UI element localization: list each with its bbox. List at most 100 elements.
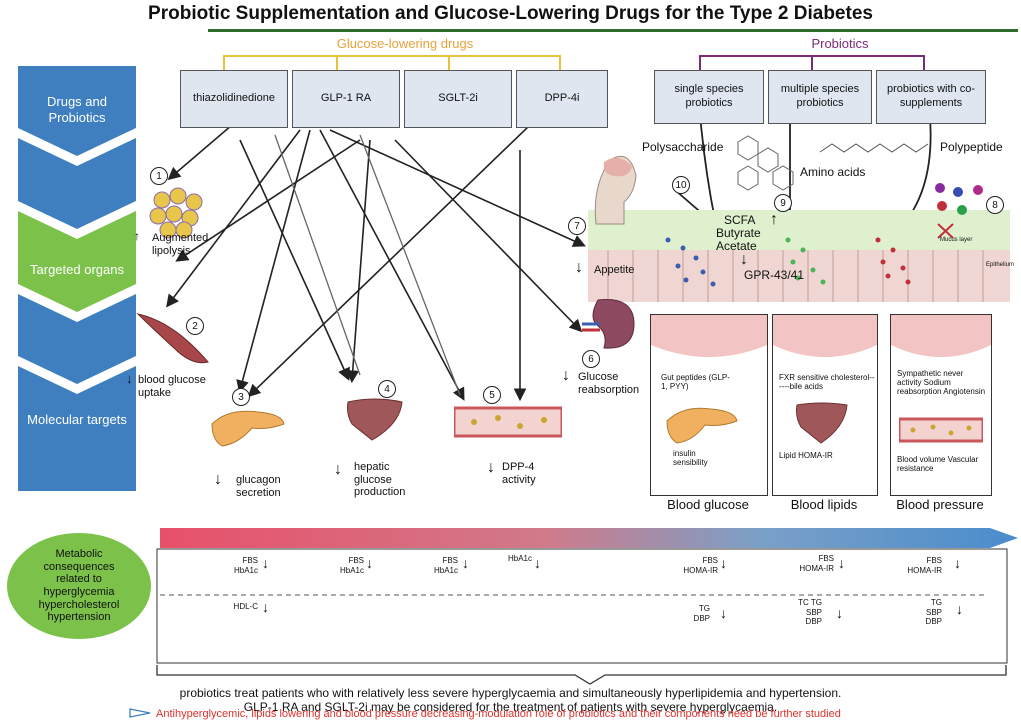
gut-peptides-text: Gut peptides (GLP-1, PYY) [661,373,730,392]
arrow-up-icon: ↑ [134,229,140,243]
hepatic-down-arrow-icon: ↓ [334,461,342,478]
metabolic-oval [7,533,151,639]
probiotic-box-multiple: multiple species probiotics [768,70,872,124]
muscle-icon [136,313,209,364]
marker-6: 6 [582,350,600,368]
blood-vessel-icon [454,406,562,438]
vessel-small-icon [899,417,983,443]
footnote-text: Antihyperglycemic, lipids lowering and b… [156,708,841,720]
amino-acids-label: Amino acids [800,165,866,179]
metric-bottom-3: TC TG SBP DBP [798,598,822,627]
glucagon-label: glucagon secretion [236,474,281,499]
chevron-label-molecular: Molecular targets [27,412,127,427]
marker-8: 8 [986,196,1004,214]
conclusion-text-1: probiotics treat patients who with relat… [179,686,842,700]
metric-top-5: FBS HOMA-IR [683,556,718,575]
metric-top-6: FBS HOMA-IR [799,554,834,573]
pancreas-icon [211,410,285,447]
glucose-uptake-label: blood glucose uptake [138,374,206,399]
drugs-group-label: Glucose-lowering drugs [336,36,474,51]
marker-9: 9 [774,194,792,212]
drug-bracket [223,55,561,70]
marker-7: 7 [568,217,586,235]
page-title: Probiotic Supplementation and Glucose-Lo… [148,3,873,24]
gradient-arrow-bar [160,528,1018,548]
metabolic-box [156,548,1008,664]
scfa-up-arrow-icon: ↑ [770,211,778,228]
liver-small-icon [796,402,848,444]
title-rule [208,29,1018,32]
adipose-tissue-icon [149,187,203,239]
label-blood-lipids: Blood lipids [790,497,858,512]
chevron-molecular [18,366,136,491]
marker-4: 4 [378,380,396,398]
marker-5: 5 [483,386,501,404]
lipolysis-label: Augmented lipolysis [152,232,209,257]
bottom-bracket [156,665,1007,685]
reabsorption-down-arrow-icon: ↓ [562,367,570,384]
chevron-organs [18,211,136,312]
metric-arrow-icon: ↓ [462,555,469,571]
chevron-drugs [18,66,136,156]
metric-top-7: FBS HOMA-IR [907,556,942,575]
metric-top-4: HbA1c [507,554,532,563]
glucose-reabsorption-label: Glucose reabsorption [578,371,640,396]
drug-arrows [166,124,586,402]
sympathetic-text: Sympathetic never activity Sodium reabso… [897,369,986,397]
scfa-label: SCFA [724,213,756,227]
arrow-down-icon: ↓ [126,371,133,386]
epithelium-label: Epithelium [986,262,1015,268]
label-blood-glucose: Blood glucose [667,497,749,512]
dpp4-label: DPP-4 activity [502,461,536,486]
drug-box-sglt2i: SGLT-2i [404,70,512,128]
insulin-sensibility-text: insulin sensibility [673,449,708,468]
gut-epithelium-illustration [588,210,1010,302]
dpp4-down-arrow-icon: ↓ [487,459,495,476]
metric-arrow-icon: ↓ [956,601,963,617]
chevron-label-organs: Targeted organs [30,262,124,277]
metric-arrow-icon: ↓ [534,555,541,571]
chevron-label-drugs: Drugs and Probiotics [47,94,107,125]
bacteria-cluster-icon [935,183,983,215]
acetate-label: Acetate [716,239,757,253]
lipid-homa-text: Lipid HOMA-IR [779,451,833,460]
probiotic-box-single: single species probiotics [654,70,764,124]
appetite-down-arrow-icon: ↓ [575,259,583,276]
drug-box-thiazolidinedione: thiazolidinedione [180,70,288,128]
marker-3: 3 [232,388,250,406]
drug-box-dpp4i: DPP-4i [516,70,608,128]
probiotic-box-cosupplements: probiotics with co-supplements [876,70,986,124]
marker-1: 1 [150,167,168,185]
gpr-label: GPR-43/41 [744,268,805,282]
metabolic-consequences-label: Metabolic consequences related to hyperg… [38,548,120,624]
metric-bottom-4: TG SBP DBP [925,598,942,627]
blood-volume-text: Blood volume Vascular resistance [897,455,979,474]
panel-blood-lipids: FXR sensitive cholesterol------bile acid… [772,314,878,496]
polypeptide-label: Polypeptide [940,140,1003,154]
metric-top-2: FBS HbA1c [339,556,364,575]
fxr-text: FXR sensitive cholesterol------bile acid… [779,373,875,392]
left-chevron-column [18,66,136,491]
marker-10: 10 [672,176,690,194]
hepatic-label: hepatic glucose production [354,461,406,499]
mucus-layer-label: Mucus layer [940,237,973,243]
metric-bottom-2: TG DBP [693,604,710,623]
pancreas-small-icon [666,407,738,444]
metric-bottom-1: HDL-C [233,602,258,611]
drug-arrows-faint [274,134,461,396]
chevron-blank-2 [18,294,136,384]
gpr-down-arrow-icon: ↓ [740,251,748,268]
metric-arrow-icon: ↓ [262,555,269,571]
metric-top-3: FBS HbA1c [433,556,458,575]
polysaccharide-structure-icon [737,135,794,191]
marker-2: 2 [186,317,204,335]
panel-blood-pressure: Sympathetic never activity Sodium reabso… [890,314,992,496]
chevron-blank-1 [18,138,136,229]
panel-blood-glucose: Gut peptides (GLP-1, PYY) insulin sensib… [650,314,768,496]
drug-box-glp1ra: GLP-1 RA [292,70,400,128]
kidney-icon [582,299,635,349]
metric-arrow-icon: ↓ [720,555,727,571]
metric-arrow-icon: ↓ [954,555,961,571]
metric-arrow-icon: ↓ [262,599,269,615]
